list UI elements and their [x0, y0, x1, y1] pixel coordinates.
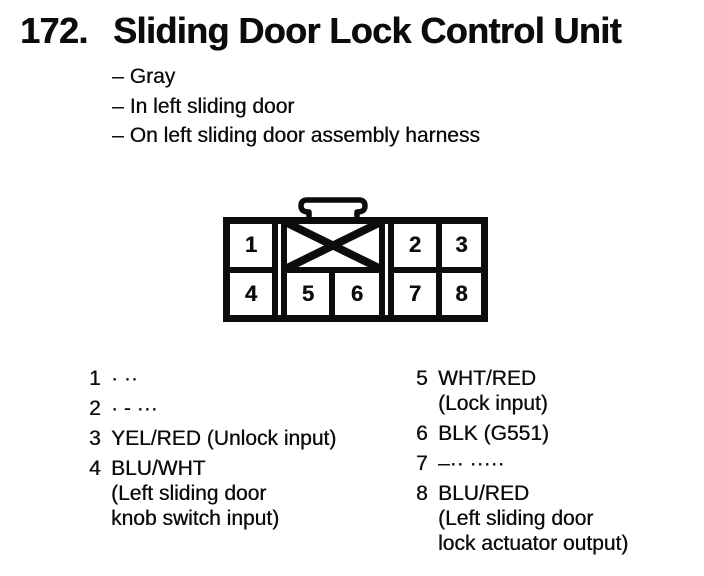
double-wall-divider	[379, 224, 394, 315]
pin-function-line: (Left sliding door	[438, 507, 594, 530]
blocked-cavity	[287, 224, 379, 267]
pin-function-line: (Lock input)	[438, 392, 548, 415]
pin-list-left: 1 · ·· 2 · - ··· 3 YEL/RED (Unlock input…	[89, 366, 336, 536]
section-title: Sliding Door Lock Control Unit	[113, 10, 622, 51]
pin-cell-7: 7	[394, 272, 436, 315]
pin-number: 8	[416, 482, 428, 505]
pin-cell-3: 3	[442, 224, 481, 267]
note-harness: – On left sliding door assembly harness	[112, 121, 480, 151]
note-text: In left sliding door	[129, 94, 295, 118]
pin-function-line: (Left sliding door	[111, 482, 267, 505]
pin-wire: BLK (G551)	[438, 422, 549, 445]
connector-notes: – Gray – In left sliding door – On left …	[112, 62, 480, 151]
connector-diagram: 1 4 5 6 2 3 7 8	[223, 196, 488, 322]
pin-function-line: knob switch input)	[111, 507, 280, 530]
pin-list-right: 5 WHT/RED (Lock input) 6 BLK (G551) 7 –·…	[416, 366, 628, 561]
connector-column-left: 1 4	[230, 224, 272, 315]
pin-entry-5: 5 WHT/RED (Lock input)	[416, 366, 628, 416]
double-wall-divider	[272, 224, 287, 315]
pin-number: 2	[89, 397, 101, 420]
pin-wire: –·· ·····	[438, 452, 505, 475]
pin-wire: · ··	[111, 367, 138, 390]
pin-cell-4: 4	[230, 272, 272, 315]
pin-number: 3	[89, 427, 101, 450]
connector-column-middle: 5 6	[287, 224, 379, 315]
double-wall-gap	[385, 224, 388, 315]
connector-middle-bottom-row: 5 6	[287, 273, 379, 315]
pin-wire: YEL/RED (Unlock input)	[111, 427, 337, 450]
pin-function-line: lock actuator output)	[438, 532, 629, 555]
note-text: On left sliding door assembly harness	[129, 124, 480, 147]
pin-wire-line: BLU/RED	[438, 482, 530, 505]
note-text: Gray	[129, 65, 176, 88]
pin-cell-1: 1	[230, 224, 272, 267]
page-title: 172. Sliding Door Lock Control Unit	[20, 10, 622, 52]
pin-entry-1: 1 · ··	[89, 366, 336, 391]
pin-wire: WHT/RED (Lock input)	[438, 366, 548, 416]
pin-number: 1	[89, 367, 101, 390]
section-number: 172.	[20, 10, 88, 51]
pin-entry-3: 3 YEL/RED (Unlock input)	[89, 426, 336, 451]
dash-bullet: –	[112, 124, 124, 147]
pin-number: 7	[416, 452, 428, 475]
pin-cell-8: 8	[442, 272, 481, 315]
pin-number: 5	[416, 367, 428, 390]
dash-bullet: –	[112, 65, 124, 88]
pin-wire: BLU/WHT (Left sliding door knob switch i…	[111, 456, 279, 531]
connector-column-right: 2 3 7 8	[394, 224, 481, 315]
pin-cell-6: 6	[335, 273, 379, 315]
pin-entry-7: 7 –·· ·····	[416, 451, 628, 476]
crossed-out-icon	[287, 224, 379, 267]
pin-entry-2: 2 · - ···	[89, 396, 336, 421]
pin-wire-line: BLU/WHT	[111, 457, 206, 480]
pin-entry-4: 4 BLU/WHT (Left sliding door knob switch…	[89, 456, 336, 531]
note-color: – Gray	[112, 62, 480, 92]
pin-entry-8: 8 BLU/RED (Left sliding door lock actuat…	[416, 481, 628, 556]
pin-number: 4	[89, 457, 101, 480]
note-location: – In left sliding door	[112, 92, 480, 122]
dash-bullet: –	[112, 94, 124, 118]
double-wall-gap	[278, 224, 281, 315]
pin-cell-2: 2	[394, 224, 436, 267]
pin-wire: · - ···	[111, 397, 158, 420]
pin-entry-6: 6 BLK (G551)	[416, 421, 628, 446]
pin-number: 6	[416, 422, 428, 445]
pin-wire-line: WHT/RED	[438, 367, 536, 390]
pin-wire: BLU/RED (Left sliding door lock actuator…	[438, 481, 628, 556]
pin-cell-5: 5	[287, 273, 329, 315]
connector-body: 1 4 5 6 2 3 7 8	[223, 217, 488, 322]
